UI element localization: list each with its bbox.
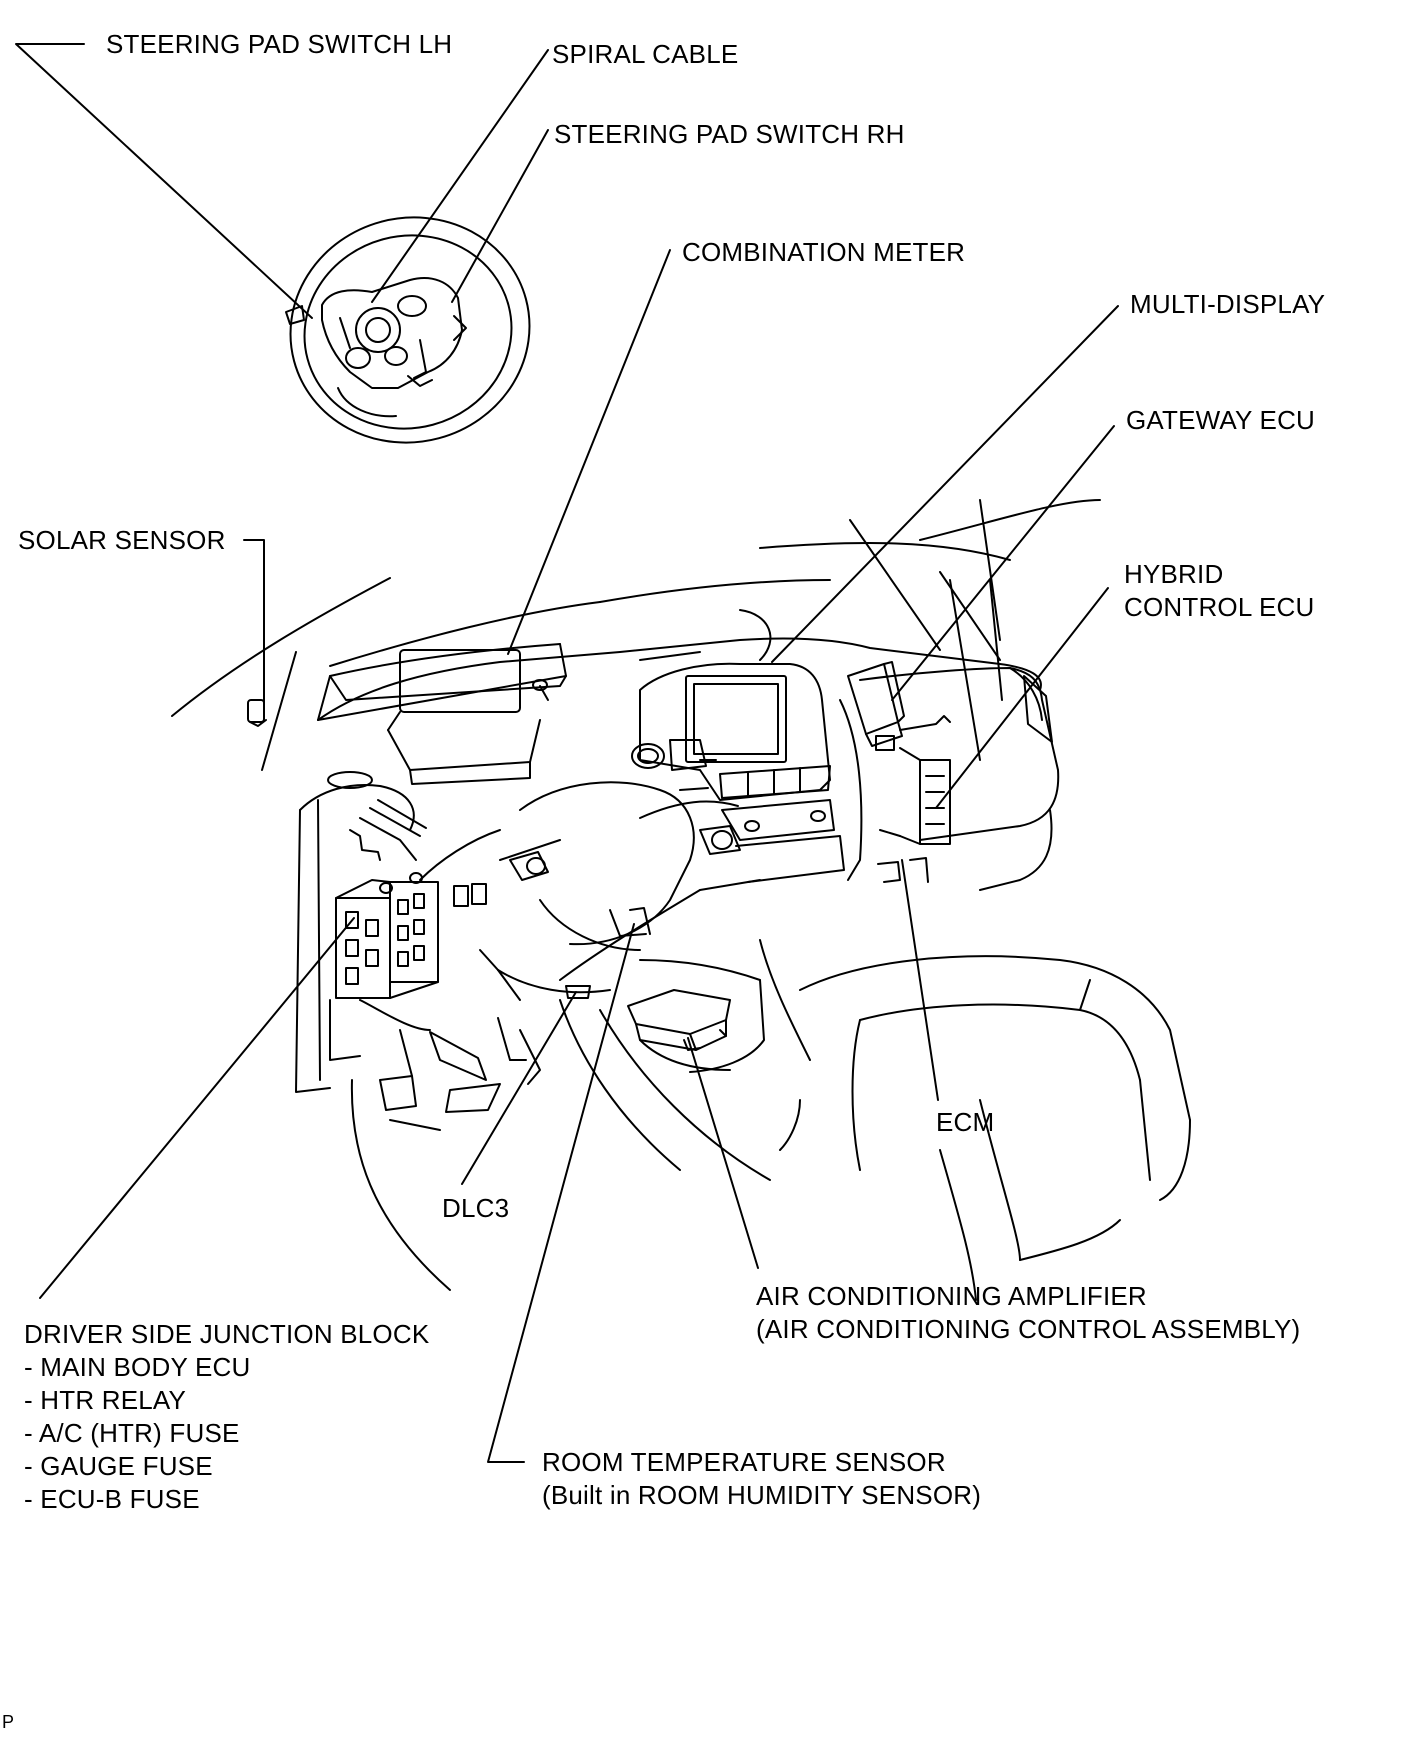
label-air-conditioning-amplifier-line1: AIR CONDITIONING AMPLIFIER — [756, 1281, 1147, 1311]
lower-body-lines — [350, 579, 981, 1291]
center-stack — [631, 662, 863, 883]
label-dlc3: DLC3 — [442, 1193, 510, 1223]
pedals — [379, 1017, 541, 1131]
junction-block-item: - GAUGE FUSE — [24, 1451, 213, 1481]
label-steering-pad-switch-rh: STEERING PAD SWITCH RH — [554, 119, 905, 149]
dashboard-top — [317, 609, 1042, 789]
junction-block-label-group: DRIVER SIDE JUNCTION BLOCK - MAIN BODY E… — [24, 1318, 429, 1516]
label-room-temperature-sensor-line2: (Built in ROOM HUMIDITY SENSOR) — [542, 1480, 982, 1510]
gateway-ecu-drawing — [847, 661, 951, 751]
steering-wheel-drawing — [285, 216, 531, 444]
junction-block-item: - A/C (HTR) FUSE — [24, 1418, 240, 1448]
label-air-conditioning-amplifier-line2: (AIR CONDITIONING CONTROL ASSEMBLY) — [756, 1314, 1301, 1344]
label-ecm: ECM — [936, 1107, 995, 1137]
label-steering-pad-switch-lh: STEERING PAD SWITCH LH — [106, 29, 453, 59]
label-combination-meter: COMBINATION METER — [682, 237, 966, 267]
windshield-and-pillar-lines — [171, 499, 1101, 771]
label-solar-sensor: SOLAR SENSOR — [18, 525, 226, 555]
console-and-ac-amplifier — [627, 939, 811, 1073]
label-gateway-ecu: GATEWAY ECU — [1126, 405, 1316, 435]
label-hybrid-control-ecu-line2: CONTROL ECU — [1124, 592, 1315, 622]
right-dash-and-hybrid-ecu — [859, 667, 1060, 891]
label-spiral-cable: SPIRAL CABLE — [552, 39, 739, 69]
label-room-temperature-sensor-line1: ROOM TEMPERATURE SENSOR — [542, 1447, 946, 1477]
left-dash-and-junction-block — [295, 784, 487, 1093]
corner-mark: P — [2, 1712, 15, 1732]
junction-block-item: - MAIN BODY ECU — [24, 1352, 251, 1382]
junction-block-item: - ECU-B FUSE — [24, 1484, 200, 1514]
leader-lines — [15, 43, 1119, 1463]
label-hybrid-control-ecu-line1: HYBRID — [1124, 559, 1224, 589]
junction-block-title: DRIVER SIDE JUNCTION BLOCK — [24, 1319, 430, 1349]
label-multi-display: MULTI-DISPLAY — [1130, 289, 1326, 319]
seat-outline — [799, 955, 1191, 1301]
junction-block-item: - HTR RELAY — [24, 1385, 187, 1415]
